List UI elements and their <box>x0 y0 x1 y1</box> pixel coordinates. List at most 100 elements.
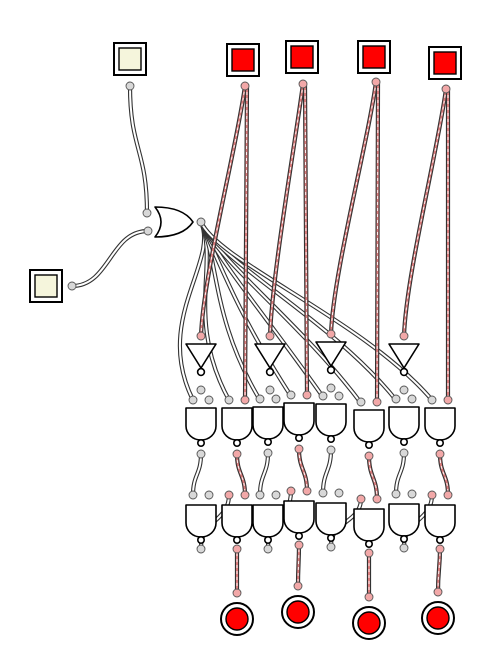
switch-face[interactable] <box>433 51 457 75</box>
pin-and2-1-in-b[interactable] <box>240 490 250 500</box>
and-gate-row1-3[interactable] <box>283 402 315 442</box>
pin-and1-4-in-b[interactable] <box>334 391 344 401</box>
pin-and1-6-out[interactable] <box>399 448 409 458</box>
pin-data_2-out[interactable] <box>371 77 381 87</box>
and-gate-body[interactable] <box>252 406 284 440</box>
pin-and2-5-in-a[interactable] <box>356 494 366 504</box>
pin-and1-3-in-b[interactable] <box>302 390 312 400</box>
pin-not-3-in[interactable] <box>399 331 409 341</box>
pin-data_3-out[interactable] <box>441 84 451 94</box>
pin-not-0-out[interactable] <box>196 385 206 395</box>
pin-and2-3-out[interactable] <box>294 540 304 550</box>
and-gate-body[interactable] <box>353 409 385 443</box>
or-gate-body[interactable] <box>154 206 194 238</box>
and-gate-row1-4[interactable] <box>315 403 347 443</box>
and-gate-body[interactable] <box>424 504 456 538</box>
pin-and1-4-out[interactable] <box>326 445 336 455</box>
toggle-switch-enable_a[interactable] <box>113 42 147 76</box>
pin-and2-0-out[interactable] <box>196 544 206 554</box>
not-gate-body[interactable] <box>315 341 347 367</box>
pin-and1-1-in-b[interactable] <box>240 395 250 405</box>
and-gate-body[interactable] <box>315 403 347 437</box>
pin-and2-6-in-b[interactable] <box>407 489 417 499</box>
pin-and1-6-in-b[interactable] <box>407 394 417 404</box>
switch-face[interactable] <box>290 45 314 69</box>
and-gate-body[interactable] <box>315 502 347 536</box>
pin-and1-4-in-a[interactable] <box>318 391 328 401</box>
not-gate-3[interactable] <box>388 343 420 377</box>
pin-and1-5-in-a[interactable] <box>356 397 366 407</box>
and-gate-row1-2[interactable] <box>252 406 284 446</box>
pin-enable-b-out[interactable] <box>67 281 77 291</box>
and-gate-body[interactable] <box>185 504 217 538</box>
pin-and2-4-out[interactable] <box>326 542 336 552</box>
and-gate-row1-5[interactable] <box>353 409 385 449</box>
switch-face[interactable] <box>231 48 255 72</box>
and-gate-body[interactable] <box>388 503 420 537</box>
and-gate-row2-1[interactable] <box>221 504 253 544</box>
pin-and2-5-out[interactable] <box>364 548 374 558</box>
pin-and2-2-out[interactable] <box>263 544 273 554</box>
and-gate-row1-7[interactable] <box>424 407 456 447</box>
pin-q_1-in[interactable] <box>293 581 303 591</box>
pin-and2-2-in-a[interactable] <box>255 490 265 500</box>
not-gate-body[interactable] <box>388 343 420 369</box>
pin-or-in-a[interactable] <box>142 208 152 218</box>
pin-and1-3-out[interactable] <box>294 444 304 454</box>
and-gate-body[interactable] <box>283 402 315 436</box>
not-gate-body[interactable] <box>185 343 217 369</box>
pin-and1-7-out[interactable] <box>435 449 445 459</box>
and-gate-row2-5[interactable] <box>353 508 385 548</box>
pin-and1-3-in-a[interactable] <box>286 390 296 400</box>
pin-and1-0-in-a[interactable] <box>188 395 198 405</box>
pin-and2-6-out[interactable] <box>399 543 409 553</box>
pin-not-1-in[interactable] <box>265 331 275 341</box>
pin-and1-7-in-b[interactable] <box>443 395 453 405</box>
pin-and2-7-in-a[interactable] <box>427 490 437 500</box>
pin-and2-7-in-b[interactable] <box>443 490 453 500</box>
switch-face[interactable] <box>34 274 58 298</box>
toggle-switch-data_1[interactable] <box>285 40 319 74</box>
pin-or-in-b[interactable] <box>143 226 153 236</box>
pin-not-0-in[interactable] <box>196 331 206 341</box>
pin-enable-a-out[interactable] <box>125 81 135 91</box>
pin-and1-0-out[interactable] <box>196 449 206 459</box>
pin-and2-3-in-b[interactable] <box>302 486 312 496</box>
not-gate-2[interactable] <box>315 341 347 375</box>
pin-and1-1-out[interactable] <box>232 449 242 459</box>
and-gate-body[interactable] <box>185 407 217 441</box>
pin-and1-5-out[interactable] <box>364 451 374 461</box>
and-gate-body[interactable] <box>283 500 315 534</box>
pin-and2-4-in-b[interactable] <box>334 488 344 498</box>
pin-and2-1-in-a[interactable] <box>224 490 234 500</box>
pin-and2-3-in-a[interactable] <box>286 486 296 496</box>
and-gate-row1-6[interactable] <box>388 406 420 446</box>
and-gate-row2-6[interactable] <box>388 503 420 543</box>
and-gate-body[interactable] <box>424 407 456 441</box>
pin-not-2-out[interactable] <box>326 383 336 393</box>
not-gate-1[interactable] <box>254 343 286 377</box>
and-gate-row1-0[interactable] <box>185 407 217 447</box>
pin-and2-6-in-a[interactable] <box>391 489 401 499</box>
and-gate-row2-7[interactable] <box>424 504 456 544</box>
and-gate-body[interactable] <box>221 504 253 538</box>
pin-and1-2-in-b[interactable] <box>271 394 281 404</box>
pin-data_0-out[interactable] <box>240 81 250 91</box>
and-gate-row1-1[interactable] <box>221 407 253 447</box>
pin-or-out[interactable] <box>196 217 206 227</box>
or-gate[interactable] <box>154 206 194 238</box>
toggle-switch-data_3[interactable] <box>428 46 462 80</box>
and-gate-row2-2[interactable] <box>252 504 284 544</box>
and-gate-row2-4[interactable] <box>315 502 347 542</box>
pin-and2-4-in-a[interactable] <box>318 488 328 498</box>
switch-face[interactable] <box>118 47 142 71</box>
and-gate-row2-3[interactable] <box>283 500 315 540</box>
pin-not-3-out[interactable] <box>399 385 409 395</box>
not-gate-0[interactable] <box>185 343 217 377</box>
and-gate-body[interactable] <box>252 504 284 538</box>
and-gate-body[interactable] <box>221 407 253 441</box>
pin-and2-2-in-b[interactable] <box>271 490 281 500</box>
toggle-switch-data_2[interactable] <box>357 40 391 74</box>
pin-and1-6-in-a[interactable] <box>391 394 401 404</box>
pin-not-2-in[interactable] <box>326 329 336 339</box>
